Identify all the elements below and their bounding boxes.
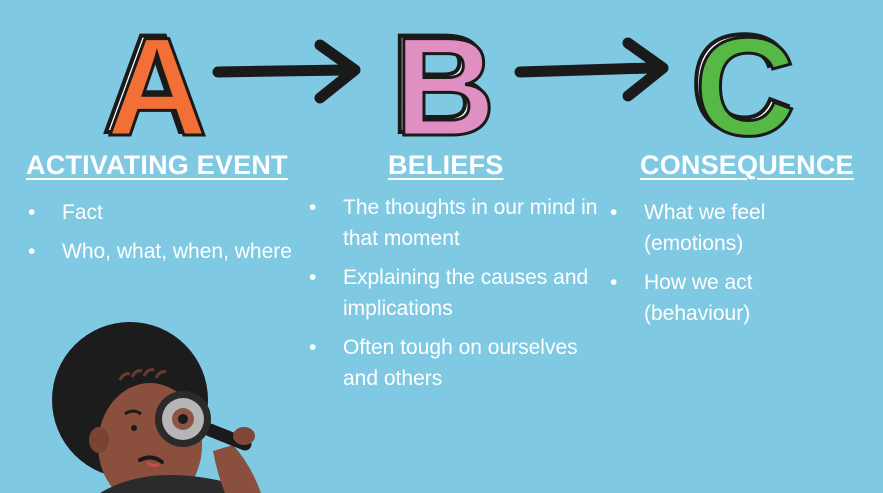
magnifying-glass-icon [155, 391, 245, 447]
list-item: Often tough on ourselves and others [309, 332, 599, 394]
activating-event-list: Fact Who, what, when, where [28, 197, 298, 275]
eye [131, 425, 137, 431]
letter-b: B [394, 8, 495, 165]
list-item: What we feel (emotions) [610, 197, 840, 259]
list-item: Who, what, when, where [28, 236, 298, 267]
letter-c: C [694, 8, 795, 165]
list-item: The thoughts in our mind in that moment [309, 192, 599, 254]
letter-a-graphic: A A [102, 5, 207, 165]
character-illustration [52, 322, 261, 493]
list-item: How we act (behaviour) [610, 267, 840, 329]
arrow-right-icon [520, 43, 663, 96]
letter-b-graphic: B B [390, 5, 495, 165]
arrow-right-icon [218, 45, 355, 98]
letter-c-graphic: C C [690, 5, 795, 165]
beliefs-list: The thoughts in our mind in that moment … [309, 192, 599, 402]
hand [233, 427, 255, 445]
consequence-heading: CONSEQUENCE [640, 150, 854, 181]
activating-event-heading: ACTIVATING EVENT [26, 150, 288, 181]
beliefs-heading: BELIEFS [388, 150, 503, 181]
ear [89, 427, 109, 453]
letter-a: A [106, 8, 207, 165]
list-item: Fact [28, 197, 298, 228]
list-item: Explaining the causes and implications [309, 262, 599, 324]
consequence-list: What we feel (emotions) How we act (beha… [610, 197, 840, 337]
